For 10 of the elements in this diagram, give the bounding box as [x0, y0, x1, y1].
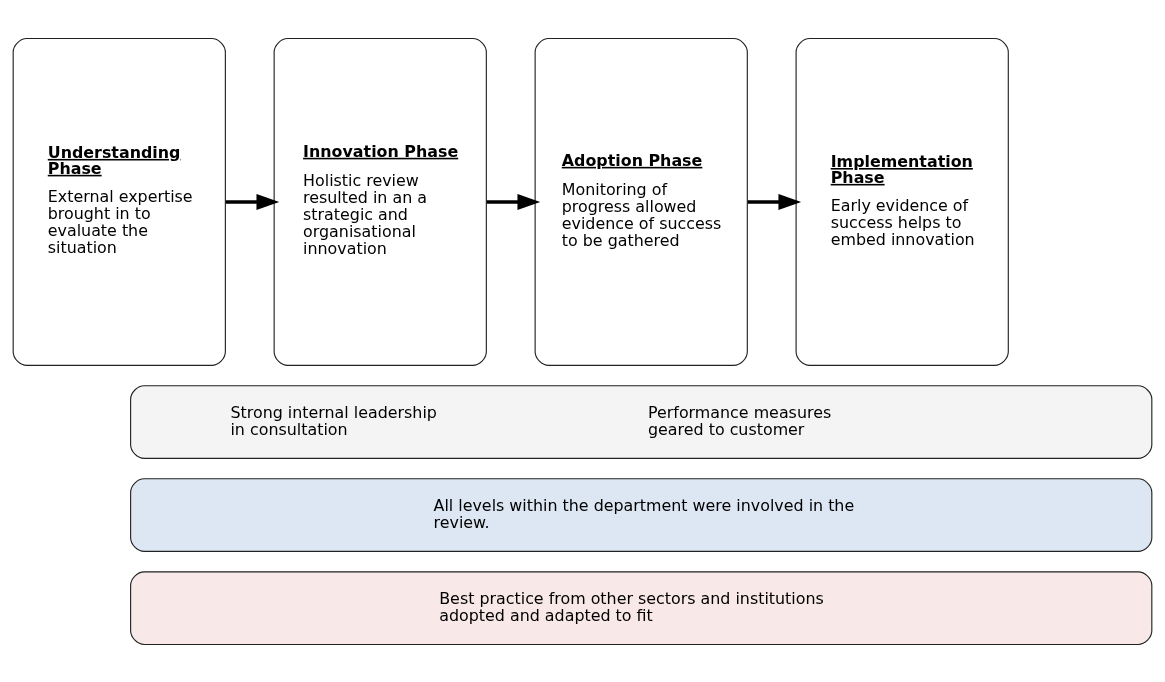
arrow — [747, 193, 802, 210]
node-box: Best practice from other sectors and institutions adopted and adapted to fit — [130, 570, 1153, 645]
node-box: Understanding Phase External expertise brought in to evaluate the situation — [12, 37, 226, 366]
node-box: Adoption Phase Monitoring of progress allowed evidence of success to be gathered — [534, 37, 748, 366]
node-box: All levels within the department were involved in the review. — [130, 477, 1153, 552]
node-box: Innovation Phase Holistic review resulted in an a strategic and organisational innovation — [273, 37, 487, 366]
node-box: Strong internal leadership in consultation Performance measures geared to customer — [130, 384, 1153, 459]
node-box: Implementation Phase Early evidence of success helps to embed innovation — [795, 37, 1009, 366]
arrow — [225, 193, 280, 210]
arrow — [486, 193, 541, 210]
